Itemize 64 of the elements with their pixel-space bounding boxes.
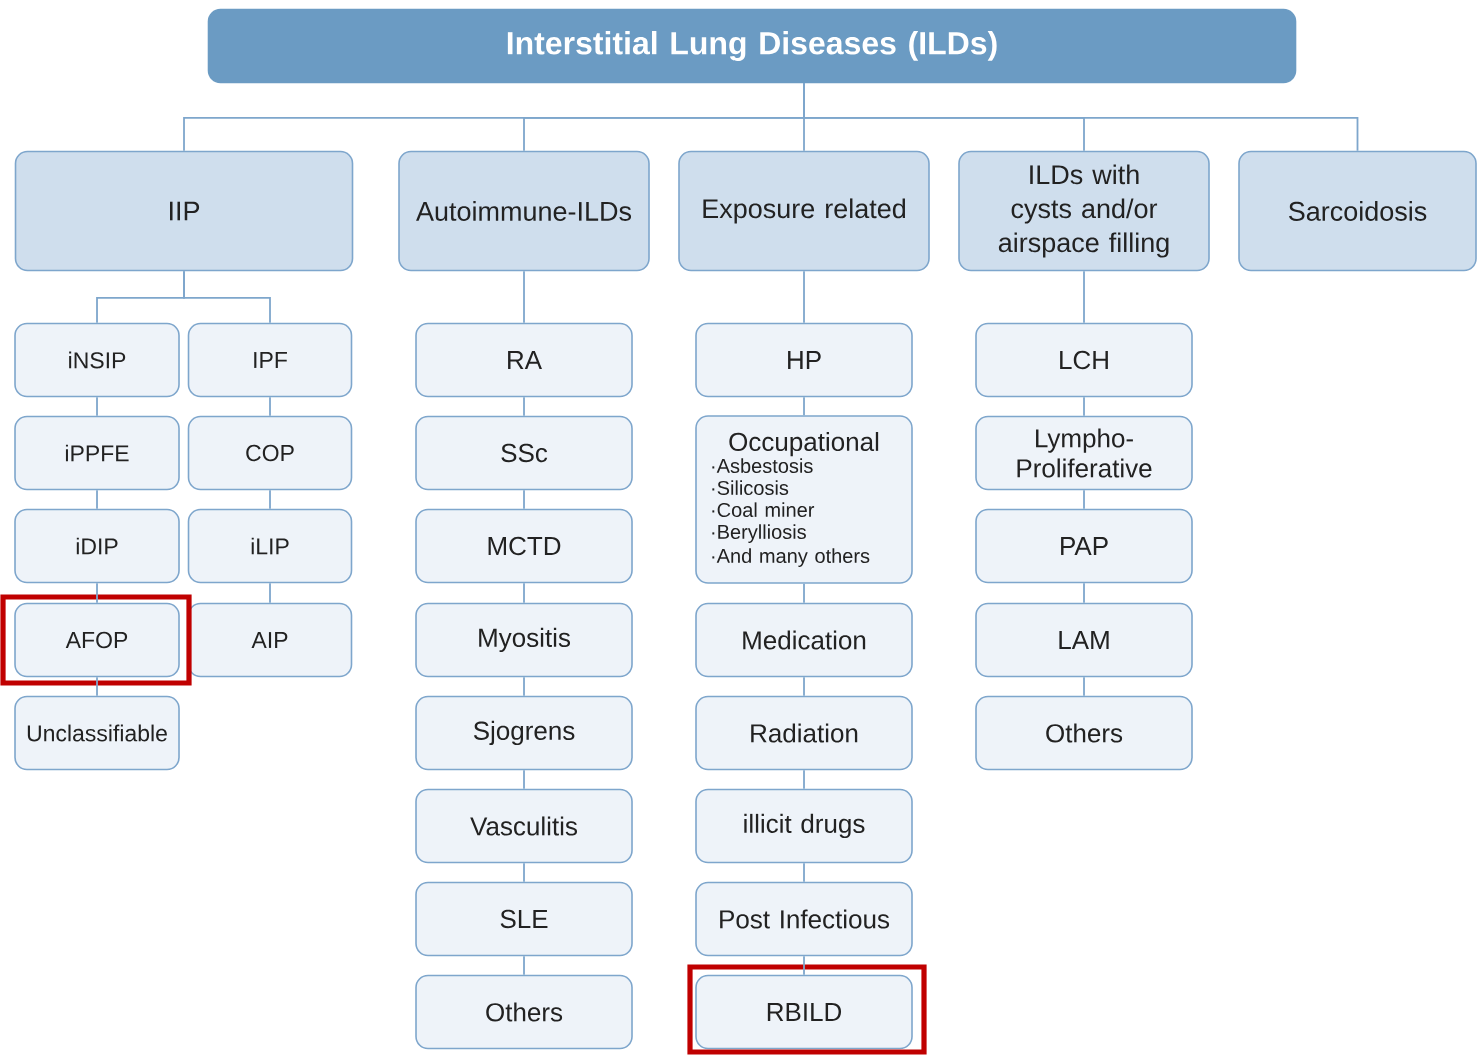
disease-box: RBILD [695, 974, 913, 1050]
disease-box: SSc [415, 415, 633, 491]
disease-box: COP [187, 415, 353, 491]
disease-box: Medication [695, 602, 913, 678]
category-box: Autoimmune-ILDs [398, 150, 650, 272]
category-box: Exposure related [678, 150, 930, 272]
connector-line [96, 676, 98, 697]
disease-box: illicit drugs [695, 788, 913, 864]
disease-box: iNSIP [14, 322, 180, 398]
connector-line [523, 270, 525, 324]
connector-line [523, 769, 525, 790]
connector-line [96, 396, 98, 417]
disease-box: iPPFE [14, 415, 180, 491]
connector-line [1083, 270, 1085, 324]
disease-box: AIP [187, 602, 353, 678]
connector-line [523, 862, 525, 883]
disease-box: Others [415, 974, 633, 1050]
connector-line [803, 676, 805, 697]
connector-line [1083, 676, 1085, 697]
connector-line [523, 396, 525, 417]
connector-line [269, 489, 271, 510]
disease-box: iLIP [187, 508, 353, 584]
disease-box: Others [975, 695, 1193, 771]
disease-box: Radiation [695, 695, 913, 771]
disease-box: IPF [187, 322, 353, 398]
connector-line [523, 955, 525, 976]
connector-line [803, 82, 1359, 152]
connector-line [269, 582, 271, 604]
disease-box: iDIP [14, 508, 180, 584]
connector-line [523, 582, 525, 604]
connector-line [1083, 396, 1085, 417]
disease-box: LAM [975, 602, 1193, 678]
disease-box: Myositis [415, 602, 633, 678]
disease-box: Unclassifiable [14, 695, 180, 771]
category-box: IIP [14, 150, 354, 272]
disease-box: Vasculitis [415, 788, 633, 864]
connector-line [803, 270, 805, 324]
disease-box: Post Infectious [695, 881, 913, 957]
connector-line [183, 270, 271, 324]
title-banner: Interstitial Lung Diseases (ILDs) [207, 8, 1297, 84]
disease-box: RA [415, 322, 633, 398]
connector-line [803, 955, 805, 976]
disease-box: SLE [415, 881, 633, 957]
connector-line [803, 769, 805, 790]
connector-line [803, 582, 805, 604]
disease-box: HP [695, 322, 913, 398]
disease-box: LCH [975, 322, 1193, 398]
category-box: ILDs with cysts and/or airspace filling [958, 150, 1210, 272]
disease-box: PAP [975, 508, 1193, 584]
connector-line [96, 582, 98, 604]
connector-line [269, 396, 271, 417]
connector-line [803, 862, 805, 883]
connector-line [1083, 489, 1085, 510]
connector-line [1083, 582, 1085, 604]
disease-box: Sjogrens [415, 695, 633, 771]
disease-box: Occupational ·Asbestosis ·Silicosis ·Coal miner ·Berylliosis ·And many others [695, 415, 913, 584]
disease-box: MCTD [415, 508, 633, 584]
connector-line [96, 489, 98, 510]
disease-box: Lympho- Proliferative [975, 415, 1193, 491]
category-box: Sarcoidosis [1238, 150, 1477, 272]
connector-line [803, 396, 805, 417]
connector-line [523, 676, 525, 697]
disease-box: AFOP [14, 602, 180, 678]
connector-line [523, 489, 525, 510]
